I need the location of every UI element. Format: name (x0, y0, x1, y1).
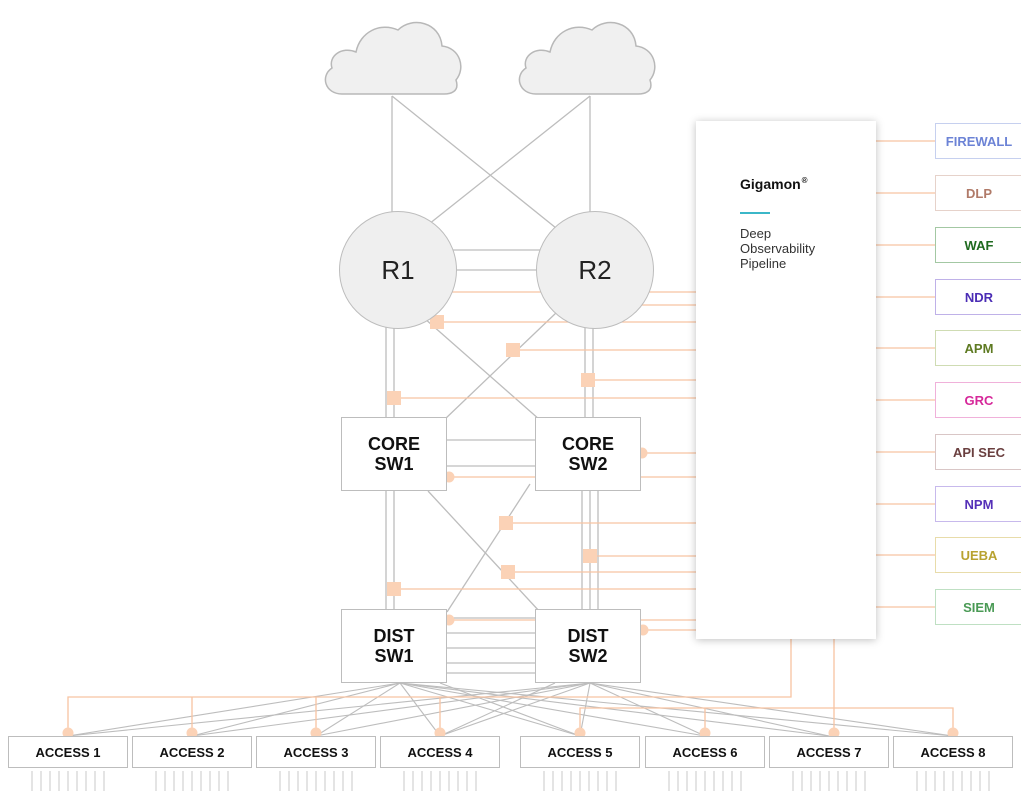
dist-access-link (315, 682, 591, 737)
access-switch-label: ACCESS 2 (159, 744, 225, 760)
access-span-bus (579, 707, 954, 730)
access-switch-label: ACCESS 4 (407, 744, 473, 760)
gigamon-logo: Gigamon® (740, 176, 876, 192)
access-switch: ACCESS 2 (132, 736, 252, 768)
tap-square (387, 391, 401, 405)
core-dist-link (427, 490, 541, 613)
access-switch-label: ACCESS 1 (35, 744, 101, 760)
dist-access-link (579, 682, 591, 737)
access-span-bus (67, 639, 792, 730)
tap-square (501, 565, 515, 579)
tool-ueba: UEBA (935, 537, 1021, 573)
dist-access-link (399, 682, 954, 737)
dist-access-link (191, 682, 591, 737)
core-switch-1: CORE SW1 (341, 417, 447, 491)
access-switch: ACCESS 4 (380, 736, 500, 768)
accent-divider (740, 212, 770, 214)
dist-switch-2-line2: SW2 (568, 646, 608, 666)
access-switch-label: ACCESS 5 (547, 744, 613, 760)
access-switch-label: ACCESS 7 (796, 744, 862, 760)
tap-square (430, 315, 444, 329)
deep-observability-pipeline-panel: Gigamon® Deep Observability Pipeline (696, 121, 876, 639)
tap-square (499, 516, 513, 530)
dist-access-link (191, 682, 401, 737)
router-core-link (443, 311, 558, 421)
tap-square (583, 549, 597, 563)
registered-mark: ® (801, 176, 808, 186)
internet-cloud-right-icon (518, 21, 656, 95)
access-span-port-dot (574, 727, 586, 739)
access-switch: ACCESS 5 (520, 736, 640, 768)
dist-access-link (589, 682, 830, 737)
access-switch: ACCESS 8 (893, 736, 1013, 768)
dist-switch-1-line1: DIST (373, 626, 415, 646)
access-switch: ACCESS 7 (769, 736, 889, 768)
dist-switch-1: DIST SW1 (341, 609, 447, 683)
tool-siem: SIEM (935, 589, 1021, 625)
access-switch-label: ACCESS 3 (283, 744, 349, 760)
tool-grc: GRC (935, 382, 1021, 418)
access-span-port-dot (699, 727, 711, 739)
dist-access-link (589, 682, 706, 737)
dist-access-link (67, 682, 401, 737)
access-span-port-dot (310, 727, 322, 739)
access-switch-label: ACCESS 6 (672, 744, 738, 760)
pipeline-description: Deep Observability Pipeline (740, 226, 816, 271)
tap-square (387, 582, 401, 596)
dist-access-link (399, 682, 706, 737)
dist-access-link (439, 682, 591, 737)
cloud-router-link (423, 95, 591, 229)
dist-switch-2: DIST SW2 (535, 609, 641, 683)
core-switch-1-line1: CORE (367, 434, 420, 454)
core-switch-1-line2: SW1 (374, 454, 414, 474)
dist-access-link (399, 682, 830, 737)
dist-access-link (315, 682, 401, 737)
tool-waf: WAF (935, 227, 1021, 263)
dist-access-link (589, 682, 954, 737)
access-span-port-dot (62, 727, 74, 739)
tool-ndr: NDR (935, 279, 1021, 315)
cloud-router-link (391, 95, 557, 229)
core-dist-link (446, 483, 531, 613)
access-switch-label: ACCESS 8 (920, 744, 986, 760)
gigamon-logo-text: Gigamon (740, 176, 801, 192)
core-switch-2-line2: SW2 (568, 454, 608, 474)
access-span-port-dot (186, 727, 198, 739)
tool-apm: APM (935, 330, 1021, 366)
access-span-port-dot (947, 727, 959, 739)
dist-access-link (439, 682, 581, 737)
tap-square (581, 373, 595, 387)
access-switch: ACCESS 3 (256, 736, 376, 768)
router-r1-label: R1 (381, 254, 415, 285)
tool-firewall: FIREWALL (935, 123, 1021, 159)
core-switch-2-line1: CORE (561, 434, 614, 454)
access-switch: ACCESS 6 (645, 736, 765, 768)
dist-access-link (399, 682, 441, 737)
router-r1: R1 (339, 211, 457, 329)
router-r2-label: R2 (578, 254, 612, 285)
tool-api-sec: API SEC (935, 434, 1021, 470)
router-core-link (423, 317, 541, 421)
dist-access-link (67, 682, 591, 737)
dist-access-link (439, 682, 556, 737)
dist-switch-2-line1: DIST (567, 626, 609, 646)
access-span-port-dot (434, 727, 446, 739)
tap-square (506, 343, 520, 357)
tool-npm: NPM (935, 486, 1021, 522)
router-r2: R2 (536, 211, 654, 329)
dist-switch-1-line2: SW1 (374, 646, 414, 666)
core-switch-2: CORE SW2 (535, 417, 641, 491)
access-switch: ACCESS 1 (8, 736, 128, 768)
dist-access-link (399, 682, 581, 737)
internet-cloud-left-icon (324, 21, 462, 95)
tool-dlp: DLP (935, 175, 1021, 211)
access-span-port-dot (828, 727, 840, 739)
